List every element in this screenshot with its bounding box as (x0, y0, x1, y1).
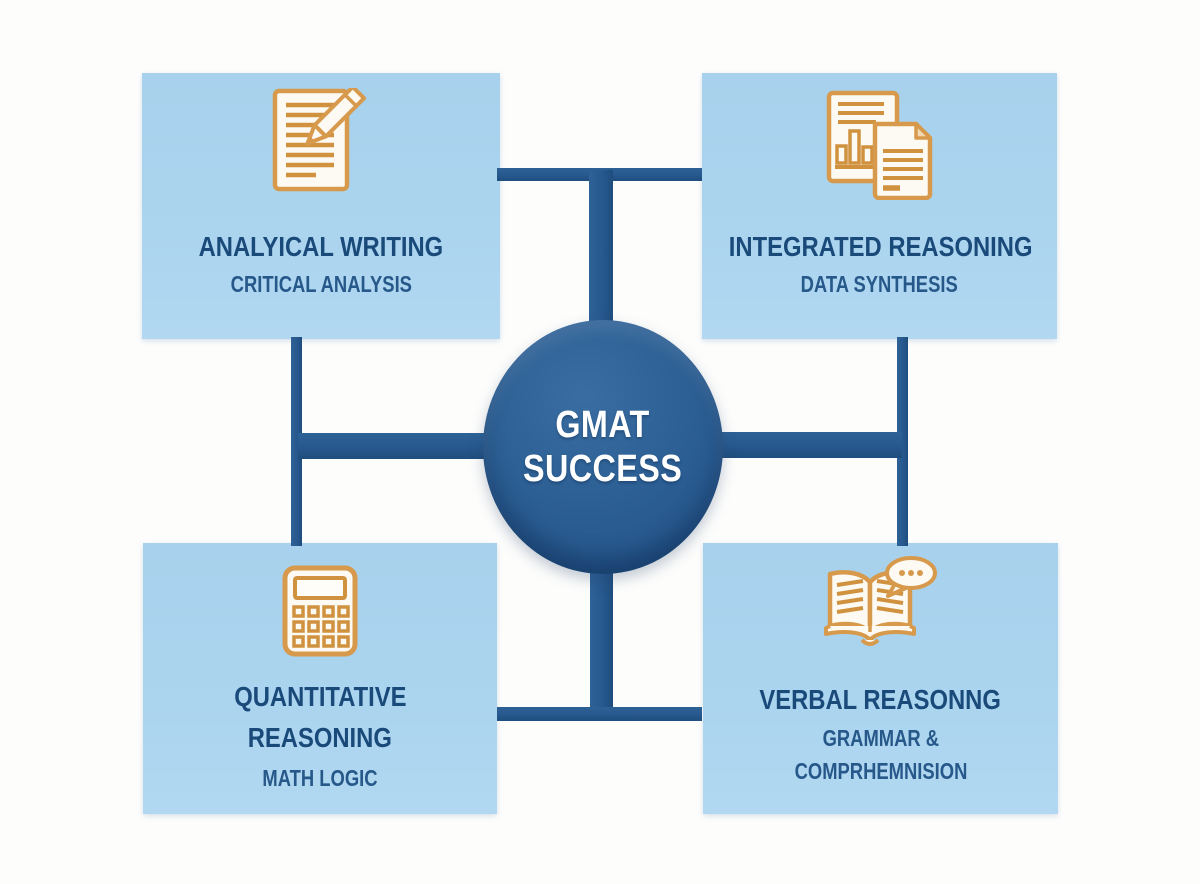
node-subtitle-line: MATH LOGIC (262, 765, 378, 791)
node-subtitle: DATA SYNTHESIS (702, 268, 1057, 301)
node-box-integrated-reasoning: INTEGRATED REASONING DATA SYNTHESIS (702, 73, 1057, 339)
node-title-line: VERBAL REASONNG (759, 684, 1002, 715)
node-title: ANALYICAL WRITING (142, 226, 500, 267)
center-hub-circle: GMAT SUCCESS (483, 320, 723, 574)
connector-right-horizontal (710, 432, 902, 458)
node-box-analytical-writing: ANALYICAL WRITING CRITICAL ANALYSIS (142, 73, 500, 339)
connector-left-horizontal (298, 433, 495, 459)
node-title-line: INTEGRATED REASONING (728, 231, 1033, 262)
node-subtitle-line: CRITICAL ANALYSIS (230, 271, 412, 297)
node-title: VERBAL REASONNG (703, 679, 1058, 720)
node-title-line: QUANTITATIVE (233, 681, 407, 712)
node-box-verbal-reasoning: VERBAL REASONNG GRAMMAR & COMPRHEMNISION (703, 543, 1058, 814)
chart-report-documents-icon (826, 90, 934, 200)
calculator-icon (282, 565, 358, 657)
connector-bottom-horizontal (497, 707, 702, 721)
connector-top-vertical (589, 170, 613, 332)
node-box-quantitative-reasoning: QUANTITATIVE REASONING MATH LOGIC (143, 543, 497, 814)
open-book-speech-bubble-icon (823, 556, 938, 650)
node-subtitle-line: COMPRHEMNISION (794, 758, 967, 784)
node-title: QUANTITATIVE REASONING (143, 676, 497, 758)
center-title-line: SUCCESS (523, 448, 683, 490)
node-subtitle: MATH LOGIC (143, 762, 497, 795)
node-subtitle-line: DATA SYNTHESIS (800, 271, 959, 297)
connector-bottom-vertical (590, 556, 613, 713)
connector-left-vertical (291, 337, 302, 546)
center-title-line: GMAT (555, 404, 651, 446)
document-pencil-icon (271, 88, 371, 192)
node-title-line: REASONING (247, 722, 393, 753)
node-subtitle: CRITICAL ANALYSIS (142, 268, 500, 301)
node-subtitle: GRAMMAR & COMPRHEMNISION (703, 722, 1058, 788)
node-title-line: ANALYICAL WRITING (198, 231, 444, 262)
connector-right-vertical (897, 337, 908, 546)
node-subtitle-line: GRAMMAR & (822, 725, 939, 751)
node-title: INTEGRATED REASONING (702, 226, 1057, 267)
